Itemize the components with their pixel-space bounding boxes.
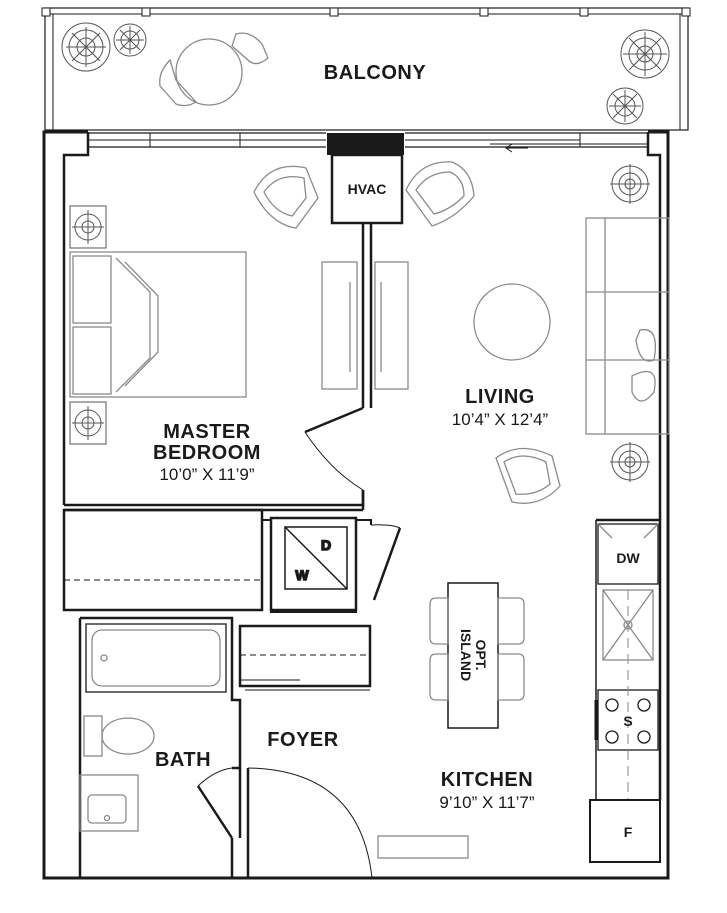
bar-stools bbox=[429, 597, 525, 701]
fridge-label: F bbox=[624, 824, 633, 840]
toilet bbox=[83, 715, 155, 757]
plant-icon bbox=[606, 87, 644, 125]
balcony-label: BALCONY bbox=[324, 62, 427, 84]
washer-dryer: D W bbox=[284, 526, 348, 590]
island-label-line2: ISLAND bbox=[458, 629, 474, 681]
balcony-table-set bbox=[159, 32, 269, 107]
master-bedroom-label-line2: BEDROOM bbox=[153, 442, 261, 464]
exterior-walls bbox=[42, 130, 670, 880]
island-label-line1: OPT. bbox=[473, 639, 489, 670]
laundry-door bbox=[370, 524, 402, 601]
kitchen-counter bbox=[589, 523, 661, 863]
hvac-label: HVAC bbox=[348, 181, 387, 197]
bedroom-door bbox=[304, 406, 364, 491]
dining-table bbox=[473, 283, 551, 361]
balcony-area bbox=[41, 7, 691, 131]
plant-icon bbox=[620, 29, 670, 79]
living-dims: 10’4” X 12’4” bbox=[452, 410, 549, 429]
master-bedroom-dims: 10’0” X 11’9” bbox=[159, 465, 254, 484]
lamp-icon bbox=[69, 205, 107, 249]
wardrobe bbox=[321, 261, 409, 390]
plant-icon bbox=[113, 23, 147, 57]
entry-door bbox=[246, 767, 373, 879]
lamp-icon bbox=[610, 442, 650, 482]
lamp-icon bbox=[69, 401, 107, 445]
sofa bbox=[585, 217, 670, 435]
bathtub bbox=[85, 623, 227, 693]
window-wall bbox=[88, 132, 648, 148]
kitchen-label: KITCHEN bbox=[441, 769, 533, 791]
lamp-icon bbox=[610, 164, 650, 204]
accent-chair bbox=[495, 447, 561, 504]
plant-icon bbox=[61, 22, 111, 72]
washer-label: W bbox=[295, 567, 309, 583]
armchair bbox=[405, 161, 475, 227]
dryer-label: D bbox=[321, 537, 331, 553]
arrow-left-icon bbox=[505, 143, 528, 153]
kitchen-dims: 9’10” X 11’7” bbox=[439, 793, 534, 812]
bed bbox=[69, 251, 247, 398]
living-label: LIVING bbox=[465, 386, 535, 408]
bath-door bbox=[196, 767, 234, 839]
foyer-label: FOYER bbox=[267, 729, 338, 751]
hvac-unit: HVAC bbox=[327, 133, 404, 225]
entry-mat bbox=[377, 835, 469, 859]
master-bedroom-label-line1: MASTER bbox=[163, 421, 251, 443]
armchair bbox=[253, 165, 319, 229]
dishwasher-label: DW bbox=[616, 550, 640, 566]
bath-label: BATH bbox=[155, 749, 211, 771]
stove-label: S bbox=[623, 713, 632, 729]
sink bbox=[79, 774, 139, 832]
interior-walls bbox=[62, 223, 662, 878]
